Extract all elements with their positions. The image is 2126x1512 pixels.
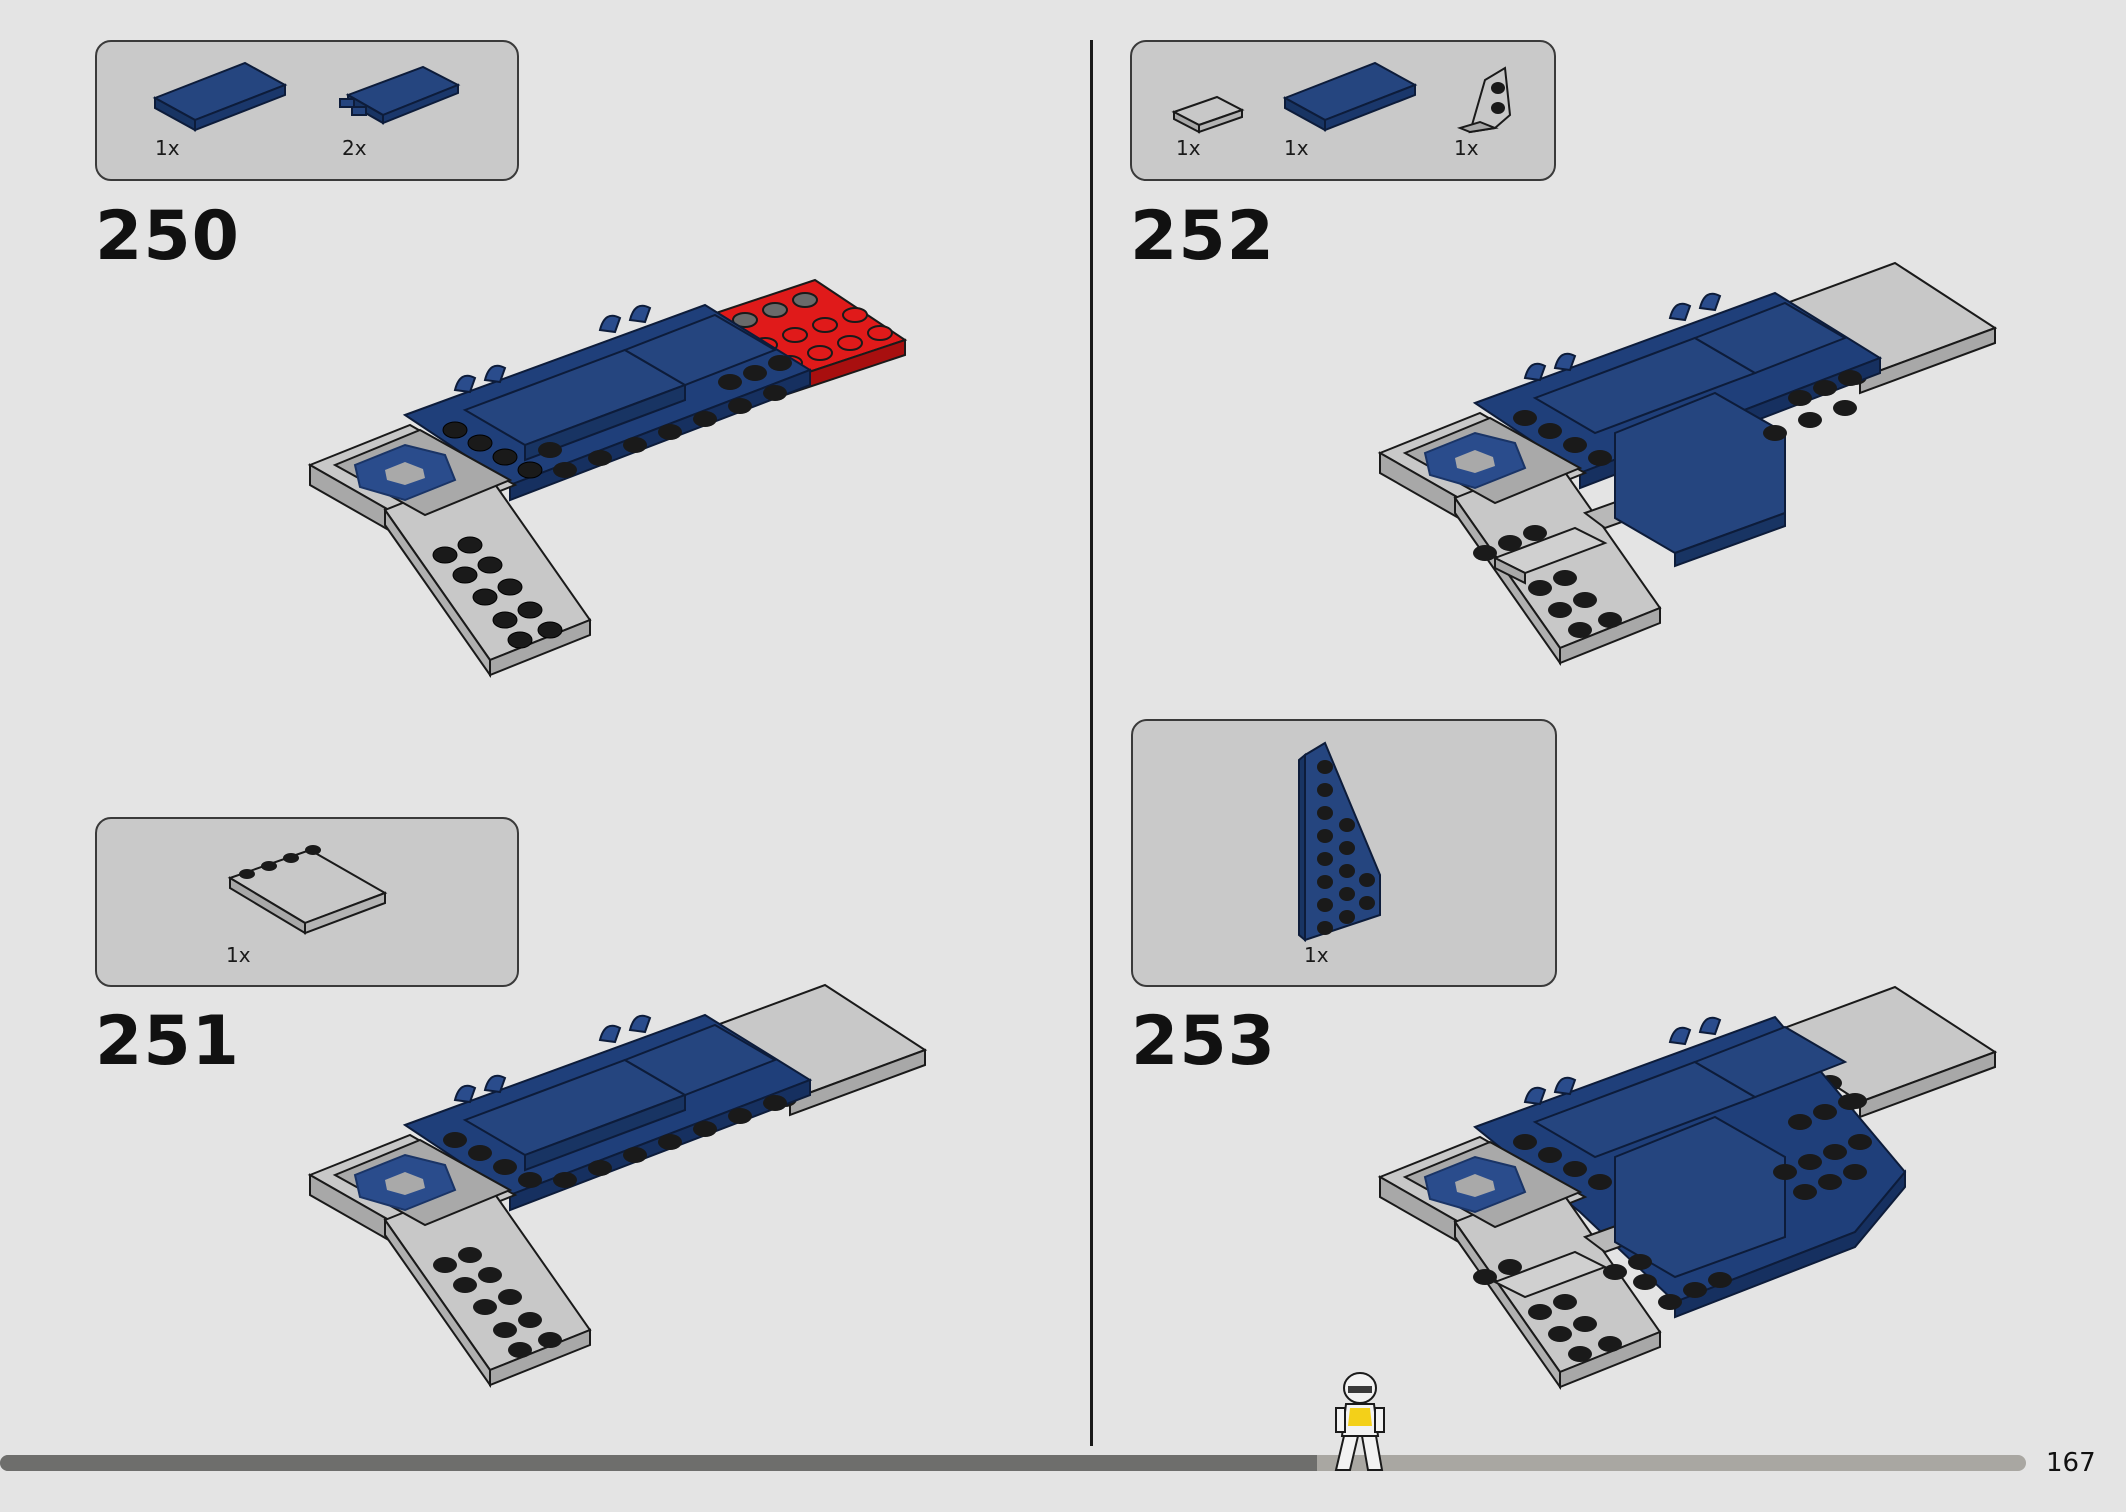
part-bracket-light-gray (1456, 66, 1512, 134)
step-number: 250 (95, 197, 240, 276)
part-qty: 1x (1304, 943, 1329, 967)
minifigure-progress-marker-icon (1334, 1372, 1385, 1471)
model-assembly-step-252 (1377, 261, 1998, 667)
progress-bar (0, 1455, 2026, 1471)
part-wedge-plate-dark-blue (1298, 741, 1381, 943)
part-qty: 1x (226, 943, 251, 967)
part-qty: 1x (1454, 136, 1479, 160)
page-divider (1090, 40, 1093, 1446)
part-tile-light-gray-1x2 (1171, 95, 1245, 134)
part-qty: 1x (1176, 136, 1201, 160)
model-assembly-step-250 (307, 278, 908, 679)
part-qty: 2x (342, 136, 367, 160)
part-plate-light-gray-4x4 (227, 845, 388, 935)
model-assembly-step-251 (307, 983, 928, 1389)
part-qty: 1x (1284, 136, 1309, 160)
progress-bar-fill (0, 1455, 1317, 1471)
part-tile-dark-blue-2x4 (152, 61, 288, 132)
part-tile-clip-dark-blue (339, 65, 461, 125)
page-number: 167 (2046, 1448, 2096, 1478)
model-assembly-step-253 (1377, 985, 1998, 1391)
part-tile-dark-blue-2x4 (1282, 61, 1418, 132)
step-number: 251 (95, 1002, 240, 1081)
step-number: 253 (1131, 1002, 1276, 1081)
step-number: 252 (1130, 197, 1275, 276)
part-qty: 1x (155, 136, 180, 160)
